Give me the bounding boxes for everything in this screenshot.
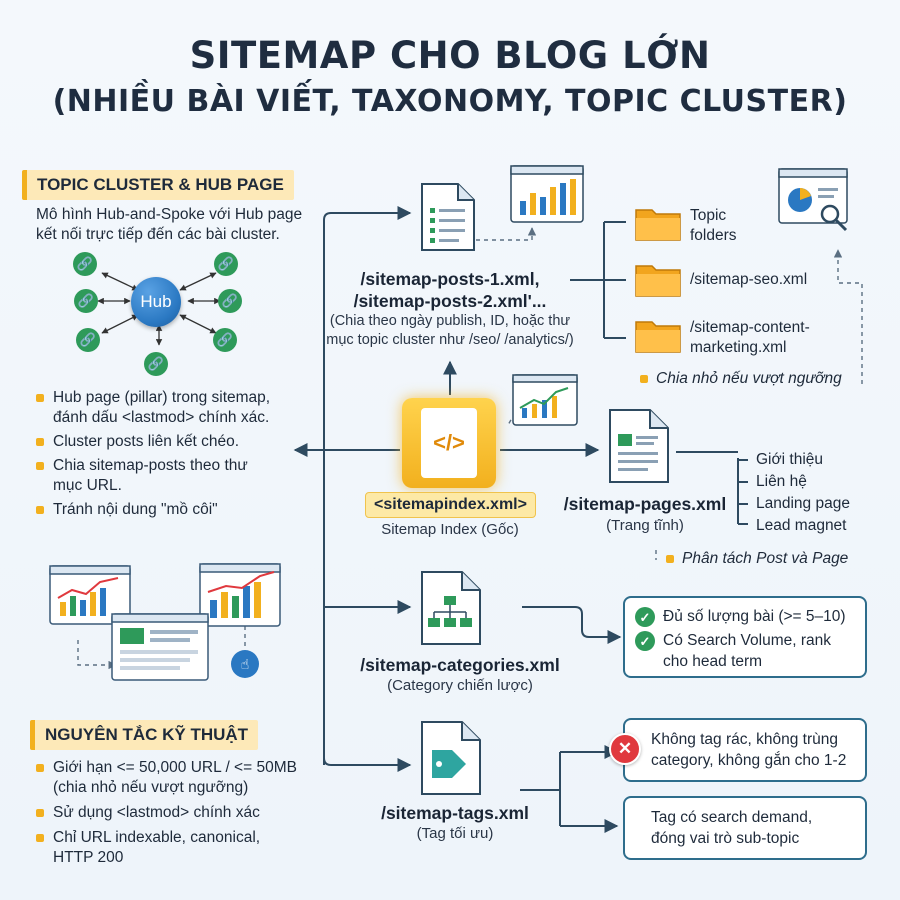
sitemap-index-sub: Sitemap Index (Gốc) [381, 521, 519, 538]
posts-label: /sitemap-posts-1.xml,/sitemap-posts-2.xm… [353, 269, 547, 311]
sitemap-index-node: </> [402, 398, 496, 488]
link-icon: 🔗 [147, 356, 165, 371]
bullet-item: Tránh nội dung "mồ côi" [36, 500, 306, 520]
technical-heading: NGUYÊN TẮC KỸ THUẬT [30, 720, 259, 750]
topic-cluster-bullets: Hub page (pillar) trong sitemap,đánh dấu… [36, 388, 306, 520]
technical-bullets: Giới hạn <= 50,000 URL / <= 50MB(chia nh… [36, 758, 316, 868]
hub-node: Hub [131, 277, 181, 327]
folder-note: Chia nhỏ nếu vượt ngưỡng [640, 370, 842, 388]
topic-cluster-description: Mô hình Hub-and-Spoke với Hub page kết n… [36, 206, 303, 243]
folder-icon [635, 265, 681, 297]
pages-list-item: Liên hệ [756, 473, 807, 490]
topic-cluster-heading: TOPIC CLUSTER & HUB PAGE [22, 170, 294, 200]
link-icon: 🔗 [221, 293, 239, 308]
folder-icon [635, 209, 681, 241]
tags-file-icon [421, 721, 481, 795]
code-file-icon: </> [421, 408, 477, 478]
spoke-node-2: 🔗 [214, 252, 238, 276]
pages-list-item: Landing page [756, 495, 850, 512]
posts-file-icon [421, 183, 475, 251]
svg-text:☝: ☝ [241, 657, 250, 673]
main-subtitle: (NHIỀU BÀI VIẾT, TAXONOMY, TOPIC CLUSTER… [52, 84, 848, 119]
pages-list: Giới thiệu Liên hệ Landing page Lead mag… [756, 449, 850, 537]
link-icon: 🔗 [76, 256, 94, 271]
check-icon: ✓ [635, 631, 655, 651]
spoke-node-5: 🔗 [76, 328, 100, 352]
tags-good-box: Tag có search demand,đóng vai trò sub-to… [623, 796, 867, 860]
check-icon: ✓ [635, 607, 655, 627]
categories-criteria-box: ✓Đủ số lượng bài (>= 5–10) ✓Có Search Vo… [623, 596, 867, 678]
link-icon: 🔗 [217, 256, 235, 271]
posts-chart-icon [510, 165, 584, 223]
folder-icon [635, 321, 681, 353]
spoke-node-6: 🔗 [213, 328, 237, 352]
spoke-node-4: 🔗 [218, 289, 242, 313]
categories-sub: (Category chiến lược) [387, 677, 533, 694]
tags-sub: (Tag tối ưu) [416, 825, 494, 842]
bullet-item: Sử dụng <lastmod> chính xác [36, 803, 316, 823]
bullet-item: Cluster posts liên kết chéo. [36, 432, 306, 452]
spoke-node-1: 🔗 [73, 252, 97, 276]
folder-label-2: /sitemap-seo.xml [690, 271, 808, 288]
check-item: ✓Đủ số lượng bài (>= 5–10) [635, 606, 855, 627]
link-icon: 🔗 [79, 332, 97, 347]
hub-label: Hub [140, 292, 172, 311]
spoke-node-3: 🔗 [74, 289, 98, 313]
analytics-magnifier-icon [778, 168, 848, 232]
error-icon: ✕ [609, 733, 641, 765]
bullet-item: Hub page (pillar) trong sitemap,đánh dấu… [36, 388, 306, 428]
pages-list-item: Lead magnet [756, 517, 847, 534]
pages-sub: (Trang tĩnh) [606, 517, 684, 534]
pages-note: Phân tách Post và Page [666, 550, 848, 568]
link-icon: 🔗 [77, 293, 95, 308]
pages-label: /sitemap-pages.xml [563, 494, 727, 514]
analytics-illustration: ☝ [49, 563, 281, 681]
bullet-item: Chỉ URL indexable, canonical,HTTP 200 [36, 828, 316, 868]
categories-label: /sitemap-categories.xml [360, 655, 560, 675]
pages-file-icon [609, 409, 669, 483]
main-title: SITEMAP CHO BLOG LỚN [189, 34, 711, 77]
categories-file-icon [421, 571, 481, 645]
link-icon: 🔗 [216, 332, 234, 347]
spoke-node-7: 🔗 [144, 352, 168, 376]
pages-list-item: Giới thiệu [756, 451, 824, 468]
growth-chart-icon [512, 374, 578, 426]
tags-label: /sitemap-tags.xml [381, 803, 529, 823]
folder-label-3: /sitemap-content-marketing.xml [690, 319, 810, 356]
sitemap-index-label: <sitemapindex.xml> [365, 492, 536, 518]
bullet-item: Giới hạn <= 50,000 URL / <= 50MB(chia nh… [36, 758, 316, 798]
hub-spoke-diagram [97, 272, 221, 346]
